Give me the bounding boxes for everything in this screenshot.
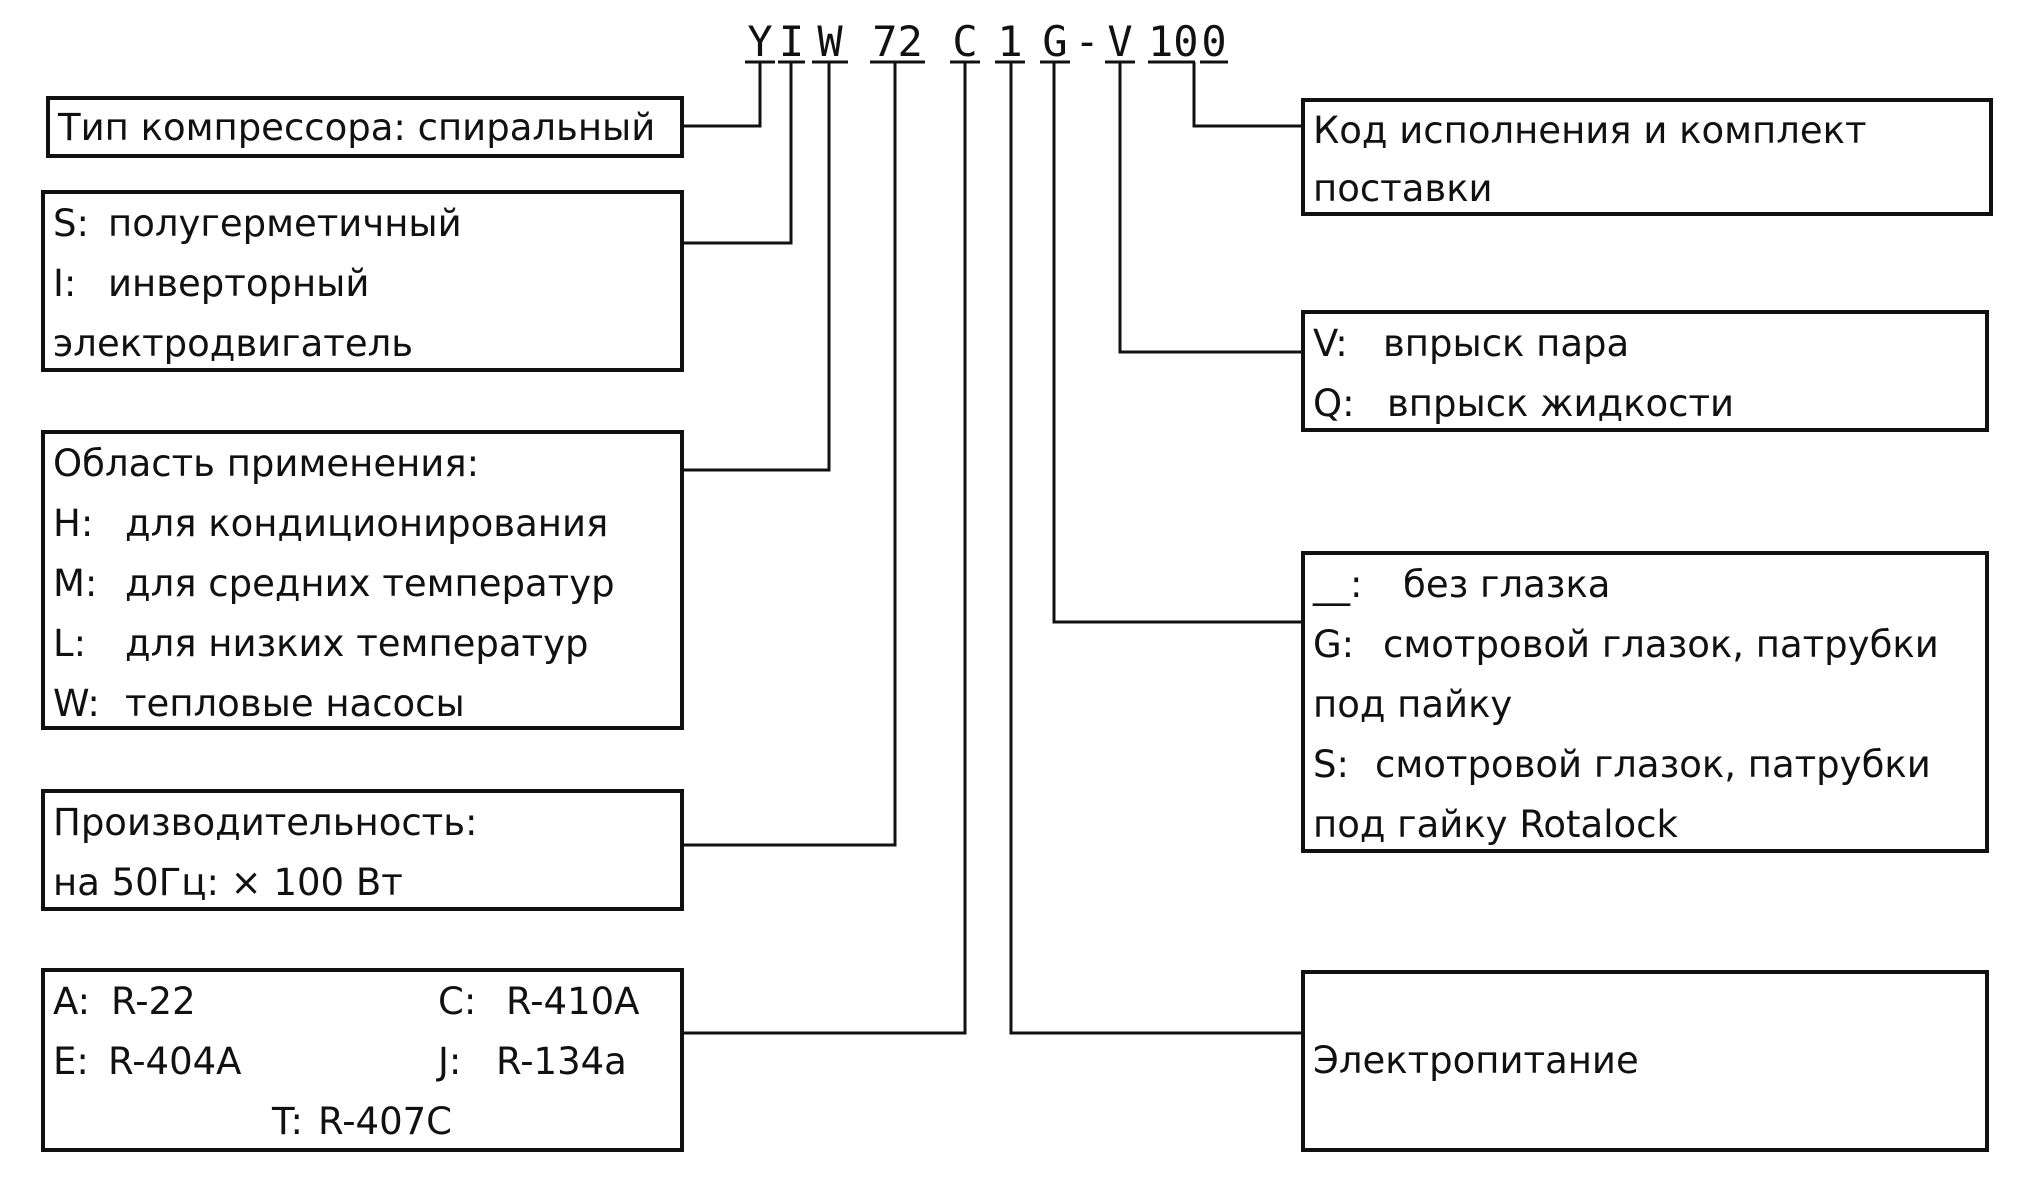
box-capacity: Производительность: на 50Гц: × 100 Вт	[41, 789, 684, 911]
code-char-v: V	[1107, 17, 1133, 66]
injection-code-q: Q:	[1313, 382, 1355, 425]
application-desc-w: тепловые насосы	[125, 682, 465, 725]
motor-line-s: S: полугерметичный	[53, 194, 680, 254]
box-power: Электропитание	[1301, 970, 1989, 1152]
code-char-c: C	[952, 17, 978, 66]
box-version: Код исполнения и комплект поставки	[1301, 98, 1993, 216]
application-line-l: L: для низких температур	[53, 614, 680, 674]
application-line-m: M: для средних температур	[53, 554, 680, 614]
code-char-dash: -	[1074, 17, 1100, 66]
motor-code-s: S:	[53, 202, 89, 245]
sightglass-line-g: G: смотровой глазок, патрубки	[1313, 615, 1985, 675]
motor-desc-s: полугерметичный	[108, 202, 462, 245]
injection-code-v: V:	[1313, 322, 1348, 365]
refrigerant-code-a: A:	[53, 980, 91, 1023]
refrigerant-value-j: R-134a	[496, 1040, 627, 1083]
code-char-10: 10	[1148, 17, 1199, 66]
application-code-l: L:	[53, 622, 87, 665]
sightglass-line-none: __: без глазка	[1313, 555, 1985, 615]
application-title: Область применения:	[53, 442, 480, 485]
sightglass-code-g: G:	[1313, 623, 1355, 666]
sightglass-desc-g-cont: под пайку	[1313, 683, 1513, 726]
connector-c	[684, 62, 967, 1035]
version-line-2: поставки	[1313, 167, 1493, 210]
injection-desc-v: впрыск пара	[1383, 322, 1630, 365]
injection-line-q: Q: впрыск жидкости	[1313, 374, 1985, 428]
version-line-1: Код исполнения и комплект	[1313, 109, 1867, 152]
sightglass-desc-s-cont: под гайку Rotalock	[1313, 803, 1678, 846]
connector-v	[1118, 62, 1301, 354]
connector-i	[684, 62, 793, 245]
code-char-g: G	[1042, 17, 1068, 66]
code-char-72: 72	[872, 17, 923, 66]
sightglass-desc-g: смотровой глазок, патрубки	[1383, 623, 1939, 666]
sightglass-line-s: S: смотровой глазок, патрубки	[1313, 735, 1985, 795]
injection-desc-q: впрыск жидкости	[1387, 382, 1735, 425]
application-desc-l: для низких температур	[125, 622, 589, 665]
connector-72	[684, 62, 897, 847]
motor-desc-i: инверторный	[108, 262, 370, 305]
box-compressor-type: Тип компрессора: спиральный	[46, 96, 684, 158]
application-code-h: H:	[53, 502, 94, 545]
sightglass-code-none: __:	[1313, 563, 1363, 606]
refrigerant-item-t: T: R-407C	[272, 1092, 453, 1148]
motor-desc-cont: электродвигатель	[53, 322, 414, 365]
code-char-1: 1	[997, 17, 1023, 66]
code-char-y: Y	[747, 17, 773, 66]
sightglass-line-s-cont: под гайку Rotalock	[1313, 795, 1985, 849]
refrigerant-code-e: E:	[53, 1040, 89, 1083]
refrigerant-code-t: T:	[272, 1100, 304, 1143]
refrigerant-code-c: C:	[438, 980, 477, 1023]
connector-1	[1009, 62, 1301, 1035]
refrigerant-item-a: A: R-22	[53, 972, 196, 1032]
injection-line-v: V: впрыск пара	[1313, 314, 1985, 374]
sightglass-code-s: S:	[1313, 743, 1349, 786]
refrigerant-value-a: R-22	[111, 980, 196, 1023]
application-desc-m: для средних температур	[125, 562, 615, 605]
box-sightglass: __: без глазка G: смотровой глазок, патруб…	[1301, 551, 1989, 853]
application-code-w: W:	[53, 682, 100, 725]
capacity-line: на 50Гц: × 100 Вт	[53, 861, 403, 904]
refrigerant-code-j: J:	[438, 1040, 462, 1083]
sightglass-desc-none: без глазка	[1403, 563, 1611, 606]
motor-code-i: I:	[53, 262, 77, 305]
application-line-w: W: тепловые насосы	[53, 674, 680, 726]
code-char-w: W	[817, 17, 843, 66]
connector-g	[1052, 62, 1301, 624]
code-char-i: I	[778, 17, 805, 66]
refrigerant-value-e: R-404A	[108, 1040, 242, 1083]
box-injection: V: впрыск пара Q: впрыск жидкости	[1301, 310, 1989, 432]
application-code-m: M:	[53, 562, 98, 605]
motor-line-i: I: инверторный	[53, 254, 680, 314]
capacity-title: Производительность:	[53, 801, 478, 844]
box-motor: S: полугерметичный I: инверторный электрод…	[41, 190, 684, 372]
connector-w	[684, 62, 831, 472]
application-line-h: H: для кондиционирования	[53, 494, 680, 554]
refrigerant-value-t: R-407C	[318, 1100, 453, 1143]
power-text: Электропитание	[1313, 1039, 1639, 1082]
refrigerant-item-c: C: R-410A	[438, 972, 640, 1032]
sightglass-desc-s: смотровой глазок, патрубки	[1375, 743, 1931, 786]
box-refrigerant: A: R-22 C: R-410A E: R-404A J: R-134a T: R-40…	[41, 968, 684, 1152]
box-application: Область применения: H: для кондиционирова…	[41, 430, 684, 730]
compressor-type-text: Тип компрессора: спиральный	[58, 106, 656, 149]
connector-y	[684, 62, 762, 128]
application-desc-h: для кондиционирования	[125, 502, 609, 545]
refrigerant-item-e: E: R-404A	[53, 1032, 242, 1092]
motor-line-cont: электродвигатель	[53, 314, 680, 368]
refrigerant-value-c: R-410A	[506, 980, 640, 1023]
refrigerant-item-j: J: R-134a	[438, 1032, 627, 1092]
connector-0	[1192, 62, 1301, 128]
code-char-0: 0	[1201, 17, 1227, 66]
sightglass-line-g-cont: под пайку	[1313, 675, 1985, 735]
